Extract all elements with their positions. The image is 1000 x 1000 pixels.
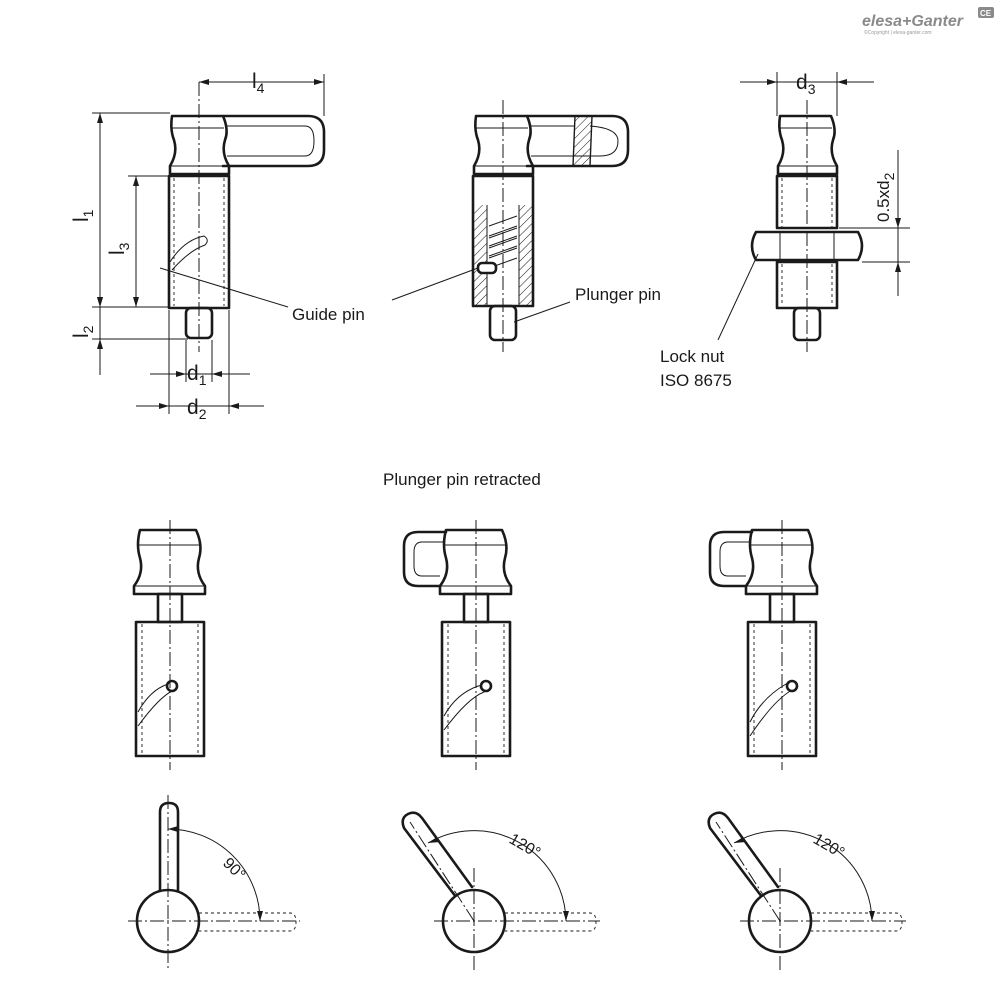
dim-d2: d2 <box>187 396 207 422</box>
brand-copyright: ©Copyright | elesa-ganter.com <box>864 29 932 36</box>
angle-120-b: 120° <box>810 831 847 862</box>
dim-l3: l3 <box>106 242 132 255</box>
view-retracted-2 <box>402 520 513 770</box>
svg-text:CE: CE <box>980 9 992 18</box>
dim-d3: d3 <box>796 71 816 97</box>
dim-d1: d1 <box>187 362 207 388</box>
view-top-90: 90° <box>128 795 300 970</box>
view-section: Plunger pin <box>391 100 661 352</box>
view-front-dimensioned: l4 l1 l3 l2 d1 d2 Guide pin <box>70 70 365 422</box>
brand-name: elesa+Ganter <box>862 13 964 30</box>
dim-l2: l2 <box>70 325 96 338</box>
view-retracted-1 <box>132 520 207 770</box>
angle-120-a: 120° <box>506 831 543 862</box>
label-guide-pin: Guide pin <box>292 305 365 324</box>
label-lock-nut: Lock nut <box>660 347 725 366</box>
view-top-120-b: 120° <box>707 811 906 970</box>
view-top-120-a: 120° <box>401 811 600 970</box>
view-side-locknut: d3 0.5xd2 Lock nut ISO 8675 <box>660 71 910 390</box>
dim-l1: l1 <box>70 209 96 222</box>
label-plunger-pin: Plunger pin <box>575 285 661 304</box>
brand-logo: elesa+Ganter ©Copyright | elesa-ganter.c… <box>862 7 994 36</box>
dim-l4: l4 <box>252 70 265 96</box>
view-retracted-3 <box>708 520 819 770</box>
dim-half-d2: 0.5xd2 <box>874 172 897 222</box>
section-title-retracted: Plunger pin retracted <box>383 470 541 489</box>
label-lock-nut-standard: ISO 8675 <box>660 371 732 390</box>
ce-mark-icon: CE <box>978 7 994 18</box>
angle-90: 90° <box>219 855 248 884</box>
